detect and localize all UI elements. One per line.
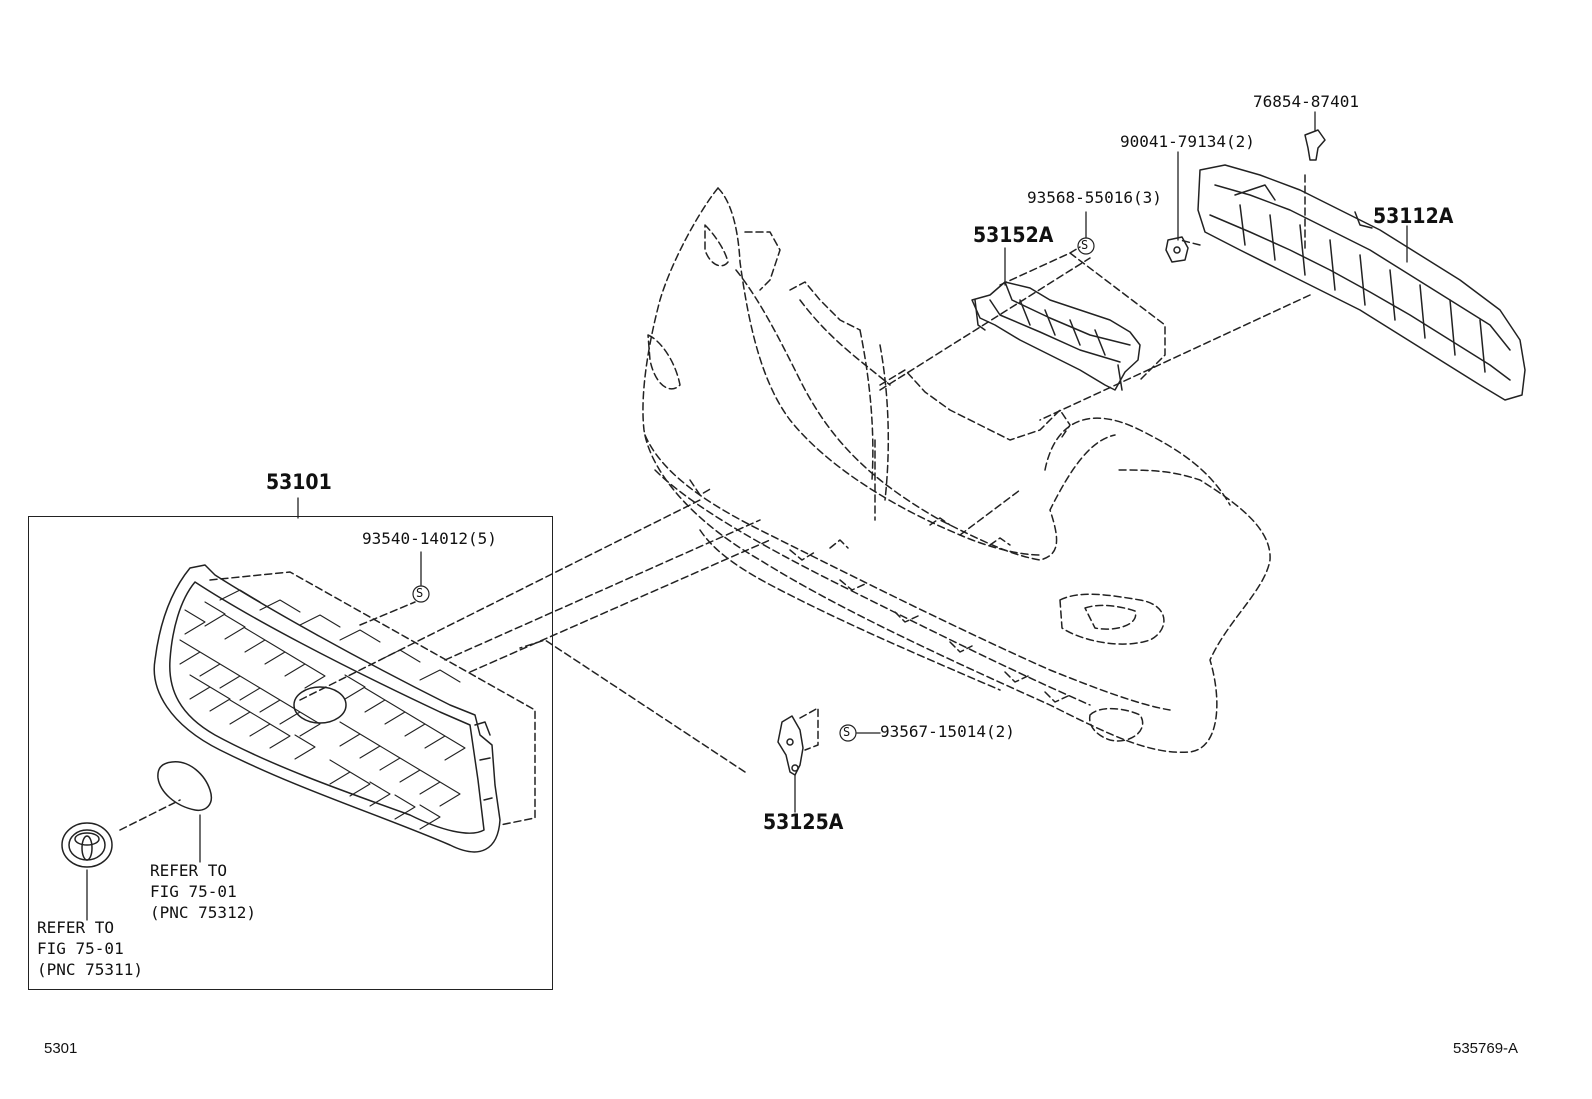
logo-reference-note[interactable]: REFER TO FIG 75-01 (PNC 75311) [37,917,143,980]
bracket-53125a-leaders [519,639,819,773]
part-label-53101[interactable]: 53101 [266,470,332,494]
part-label-93540-14012[interactable]: 93540-14012(5) [362,529,497,548]
clip-76854-drawing [1304,129,1326,161]
screw-symbol-93540: S [416,586,424,600]
part-label-90041-79134[interactable]: 90041-79134(2) [1120,132,1255,151]
part-label-53152a[interactable]: 53152A [973,223,1054,247]
bracket-53152a-drawing [971,281,1141,391]
screw-symbol-93567: S [843,725,851,739]
part-label-53112a[interactable]: 53112A [1373,204,1454,228]
front-grille-leaders [119,499,771,831]
logo-note-line-3: (PNC 75311) [37,960,143,979]
logo-note-line-1: REFER TO [37,918,115,937]
part-label-93568-55016[interactable]: 93568-55016(3) [1027,188,1162,207]
part-label-76854-87401[interactable]: 76854-87401 [1253,92,1359,111]
part-label-93567-15014[interactable]: 93567-15014(2) [880,722,1015,741]
emblem-note-line-1: REFER TO [150,861,228,880]
emblem-note-line-2: FIG 75-01 [150,882,237,901]
bumper-leaders [874,257,1091,536]
bracket-53125a-drawing [777,715,804,776]
logo-note-line-2: FIG 75-01 [37,939,124,958]
screw-symbol-93568: S [1081,238,1089,252]
label-leader-lines [86,111,1408,921]
part-label-53125a[interactable]: 53125A [763,810,844,834]
emblem-note-line-3: (PNC 75312) [150,903,256,922]
figure-number: 5301 [44,1040,78,1057]
emblem-reference-note[interactable]: REFER TO FIG 75-01 (PNC 75312) [150,860,256,923]
front-grille-53101-drawing [153,564,501,853]
lower-grille-leaders [1039,174,1311,421]
drawing-id: 535769-A [1453,1040,1519,1057]
grille-assembly-frame [28,516,553,990]
bumper-cover-drawing [642,187,1271,754]
emblem-75312-drawing [157,761,212,812]
logo-75311-drawing [61,822,113,868]
screw-symbols [412,237,1095,742]
lower-grille-53112a-drawing [1197,164,1526,401]
bracket-53152a-leaders [999,246,1166,381]
nut-90041-drawing [1165,236,1189,263]
